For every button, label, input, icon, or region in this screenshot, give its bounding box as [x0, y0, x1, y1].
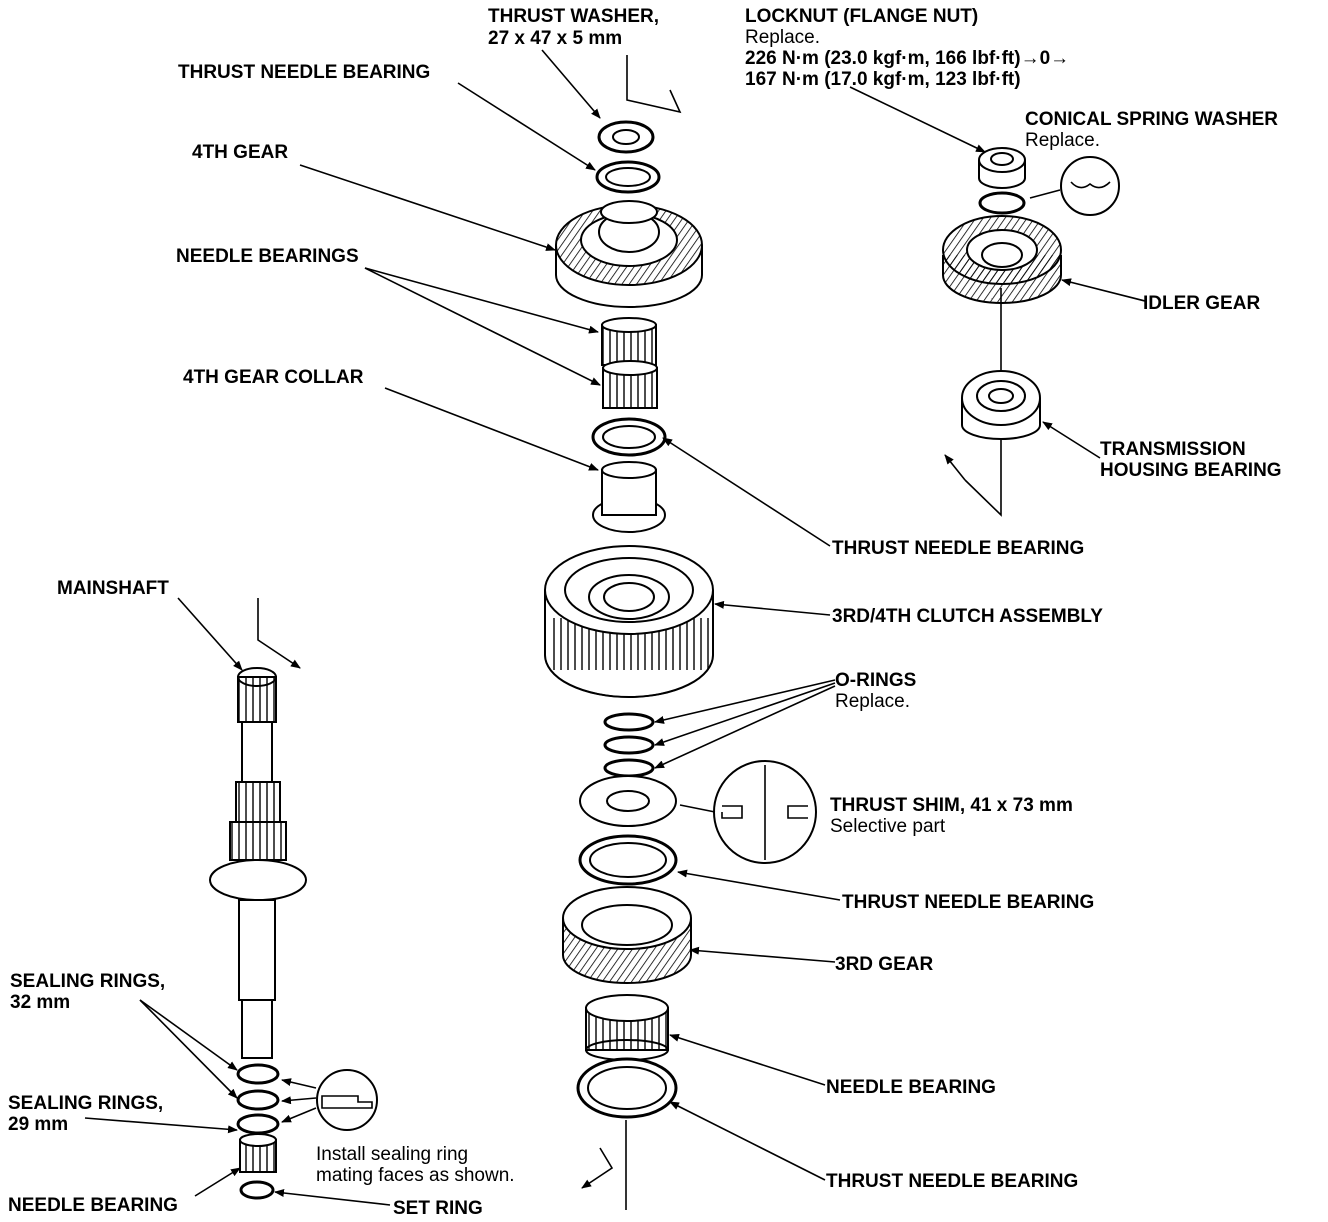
thrust-shim-selective: Selective part: [830, 816, 946, 837]
needle-bearing-left-label: NEEDLE BEARING: [8, 1195, 178, 1216]
thrust-washer-size: 27 x 47 x 5 mm: [488, 28, 622, 49]
install-note-line2: mating faces as shown.: [316, 1165, 515, 1186]
locknut-torque-1: 226 N·m (23.0 kgf·m, 166 lbf·ft)→0→: [745, 48, 1069, 69]
o-rings-replace: Replace.: [835, 691, 910, 712]
idler-gear-part: [942, 215, 1062, 304]
clutch-assembly-label: 3RD/4TH CLUTCH ASSEMBLY: [832, 606, 1103, 627]
install-note-line1: Install sealing ring: [316, 1144, 468, 1165]
needle-bearings-label: NEEDLE BEARINGS: [176, 246, 359, 267]
leader-lines: [84, 49, 1146, 1206]
labels: THRUST WASHER, 27 x 47 x 5 mm LOCKNUT (F…: [8, 6, 1282, 1219]
fourth-gear-collar-part: [592, 461, 666, 533]
needle-bearing-right-part: [585, 994, 669, 1061]
needle-bearings-part: [601, 317, 658, 409]
thrust-needle-bearing-top-part: [595, 160, 661, 194]
thrust-needle-bearing-bottom-label: THRUST NEEDLE BEARING: [826, 1171, 1078, 1192]
thrust-shim-title: THRUST SHIM, 41 x 73 mm: [830, 795, 1073, 816]
locknut-part: [978, 147, 1026, 189]
set-ring-label: SET RING: [393, 1198, 483, 1219]
sealing-rings-32-line1: SEALING RINGS,: [10, 971, 165, 992]
idler-gear-group: [942, 147, 1120, 517]
locknut-title: LOCKNUT (FLANGE NUT): [745, 6, 978, 27]
sealing-rings-part: [236, 1063, 280, 1135]
sealing-rings-29-line1: SEALING RINGS,: [8, 1093, 163, 1114]
fourth-gear-collar-label: 4TH GEAR COLLAR: [183, 367, 364, 388]
clutch-assembly-part: [544, 545, 714, 698]
conical-spring-washer-replace: Replace.: [1025, 130, 1100, 151]
set-ring-part: [239, 1180, 275, 1200]
fourth-gear-part: [555, 200, 703, 308]
locknut-torque-2: 167 N·m (17.0 kgf·m, 123 lbf·ft): [745, 69, 1021, 90]
transmission-housing-bearing-line1: TRANSMISSION: [1100, 439, 1246, 460]
thrust-washer-part: [597, 120, 655, 154]
o-rings-part: [603, 712, 655, 778]
fourth-gear-label: 4TH GEAR: [192, 142, 288, 163]
thrust-shim-part: [579, 775, 677, 827]
o-rings-title: O-RINGS: [835, 670, 916, 691]
thrust-needle-bearing-lower-label: THRUST NEEDLE BEARING: [842, 892, 1094, 913]
thrust-needle-bearing-top-label: THRUST NEEDLE BEARING: [178, 62, 430, 83]
sealing-rings-32-line2: 32 mm: [10, 992, 70, 1013]
thrust-needle-bearing-bottom-part: [576, 1057, 678, 1119]
thrust-needle-bearing-mid-part: [591, 417, 667, 457]
sealing-ring-detail-circle: [316, 1069, 378, 1131]
mainshaft-group: [209, 598, 378, 1200]
locknut-replace: Replace.: [745, 27, 820, 48]
mainshaft-part: [209, 667, 307, 1059]
transmission-housing-bearing-line2: HOUSING BEARING: [1100, 460, 1282, 481]
idler-gear-label: IDLER GEAR: [1143, 293, 1260, 314]
thrust-shim-detail-circle: [679, 760, 817, 864]
third-gear-part: [562, 886, 692, 984]
thrust-needle-bearing-lower-part: [578, 834, 678, 886]
mainshaft-label: MAINSHAFT: [57, 578, 169, 599]
sealing-rings-29-line2: 29 mm: [8, 1114, 68, 1135]
needle-bearing-left-part: [239, 1133, 277, 1173]
transmission-housing-bearing-part: [961, 370, 1041, 440]
conical-spring-washer-title: CONICAL SPRING WASHER: [1025, 109, 1278, 130]
needle-bearing-right-label: NEEDLE BEARING: [826, 1077, 996, 1098]
center-parts: [544, 55, 714, 1210]
conical-spring-washer-part: [978, 156, 1120, 216]
third-gear-label: 3RD GEAR: [835, 954, 933, 975]
thrust-washer-title: THRUST WASHER,: [488, 6, 659, 27]
thrust-needle-bearing-mid-label: THRUST NEEDLE BEARING: [832, 538, 1084, 559]
